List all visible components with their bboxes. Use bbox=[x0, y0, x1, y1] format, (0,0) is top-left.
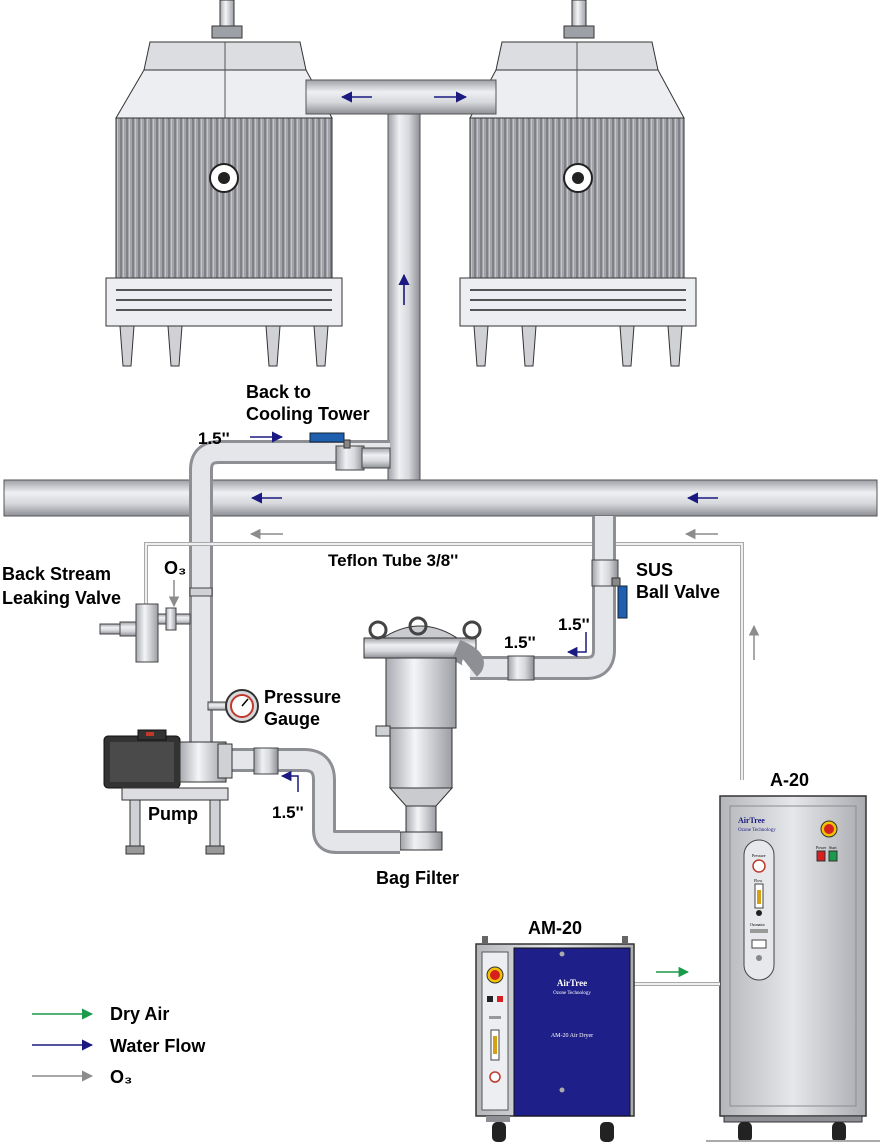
label-bag-filter: Bag Filter bbox=[376, 868, 459, 888]
sus-ball-valve-line bbox=[470, 516, 628, 681]
legend-item-water-flow: Water Flow bbox=[32, 1036, 206, 1056]
pressure-gauge bbox=[207, 689, 259, 723]
pump bbox=[103, 729, 233, 855]
legend-item-dry-air: Dry Air bbox=[32, 1004, 169, 1024]
legend-label-water-flow: Water Flow bbox=[110, 1036, 206, 1056]
sus-flow-arrow bbox=[566, 632, 587, 658]
label-o3-inlet: O₃ bbox=[164, 558, 186, 578]
am20-brand-sub: Ozone Technology bbox=[553, 991, 591, 996]
am20-model: AM-20 Air Dryer bbox=[551, 1033, 593, 1039]
label-cooling-tower: Cooling Tower bbox=[246, 404, 370, 424]
a20-gauge-label: Pressure bbox=[752, 853, 766, 858]
label-back-to: Back to bbox=[246, 382, 311, 402]
labels: Back to Cooling Tower 1.5'' Back Stream … bbox=[2, 382, 809, 938]
back-stream-valve bbox=[99, 603, 191, 663]
tower-header-pipe bbox=[305, 79, 497, 483]
legend-item-o3: O₃ bbox=[32, 1067, 132, 1087]
label-am20: AM-20 bbox=[528, 918, 582, 938]
legend: Dry Air Water Flow O₃ bbox=[32, 1004, 206, 1087]
label-gauge: Gauge bbox=[264, 709, 320, 729]
legend-label-dry-air: Dry Air bbox=[110, 1004, 169, 1024]
pump-flow-arrow bbox=[280, 770, 299, 792]
a20-brand-sub: Ozone Technology bbox=[738, 828, 776, 833]
label-size-top: 1.5'' bbox=[198, 429, 230, 448]
label-size-right-a: 1.5'' bbox=[558, 615, 590, 634]
a20-flow-label: Flow bbox=[754, 878, 762, 883]
return-pipe bbox=[189, 431, 391, 760]
label-a20: A-20 bbox=[770, 770, 809, 790]
label-back-stream: Back Stream bbox=[2, 564, 111, 584]
pump-to-filter-pipe bbox=[226, 747, 400, 854]
label-size-right-b: 1.5'' bbox=[504, 633, 536, 652]
cooling-tower-left bbox=[105, 0, 343, 367]
label-sus: SUS bbox=[636, 560, 673, 580]
label-size-pump: 1.5'' bbox=[272, 803, 304, 822]
legend-label-o3: O₃ bbox=[110, 1067, 132, 1087]
label-ball-valve: Ball Valve bbox=[636, 582, 720, 602]
a20-brand: AirTree bbox=[738, 816, 765, 825]
a20-btn-right-label: Start bbox=[829, 845, 837, 850]
main-pipe bbox=[3, 479, 878, 517]
label-leaking-valve: Leaking Valve bbox=[2, 588, 121, 608]
a20-ozone-label: Ozonator bbox=[750, 922, 766, 927]
am20-air-dryer: AirTree Ozone Technology AM-20 Air Dryer bbox=[475, 936, 635, 1142]
teflon-tube bbox=[144, 528, 760, 780]
a20-ozone-generator: AirTree Ozone Technology Pressure Flow O… bbox=[706, 795, 880, 1142]
bag-filter bbox=[363, 616, 484, 851]
label-teflon-tube: Teflon Tube 3/8'' bbox=[328, 551, 458, 570]
label-pump: Pump bbox=[148, 804, 198, 824]
a20-btn-left-label: Power bbox=[816, 845, 827, 850]
label-pressure: Pressure bbox=[264, 687, 341, 707]
cooling-tower-right bbox=[459, 0, 697, 367]
am20-brand: AirTree bbox=[557, 978, 587, 988]
dry-air-line bbox=[634, 966, 720, 986]
